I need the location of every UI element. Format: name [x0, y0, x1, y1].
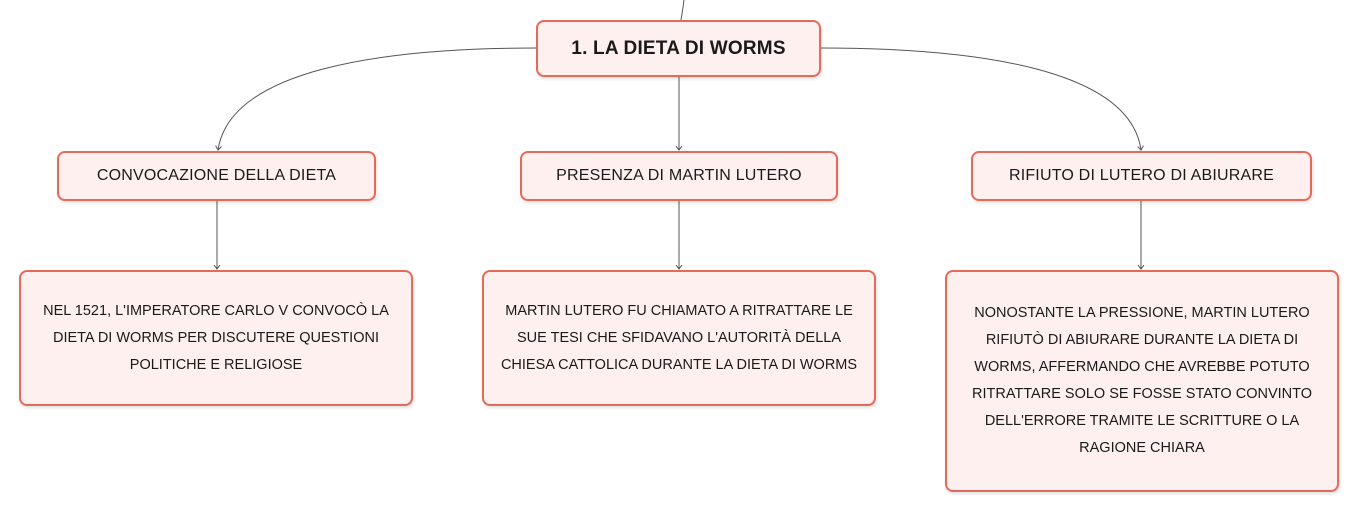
root-node[interactable]: 1. LA DIETA DI WORMS — [536, 20, 821, 77]
topic-node-presenza[interactable]: PRESENZA DI MARTIN LUTERO — [520, 151, 838, 201]
topic-node-label: CONVOCAZIONE DELLA DIETA — [96, 167, 337, 184]
topic-node-label: PRESENZA DI MARTIN LUTERO — [556, 167, 802, 184]
detail-node-convocazione[interactable]: NEL 1521, L'IMPERATORE CARLO V CONVOCÒ L… — [19, 270, 413, 406]
topic-node-rifiuto[interactable]: RIFIUTO DI LUTERO DI ABIURARE — [971, 151, 1312, 201]
connector-root-to-topic-3 — [820, 47, 1141, 150]
connector-root-to-topic-1 — [218, 47, 537, 150]
detail-node-text: NEL 1521, L'IMPERATORE CARLO V CONVOCÒ L… — [43, 302, 389, 373]
topic-node-convocazione[interactable]: CONVOCAZIONE DELLA DIETA — [57, 151, 376, 201]
detail-node-rifiuto[interactable]: NONOSTANTE LA PRESSIONE, MARTIN LUTERO R… — [945, 270, 1339, 492]
root-node-label: 1. LA DIETA DI WORMS — [571, 37, 786, 59]
detail-node-text: MARTIN LUTERO FU CHIAMATO A RITRATTARE L… — [500, 302, 858, 373]
detail-node-presenza[interactable]: MARTIN LUTERO FU CHIAMATO A RITRATTARE L… — [482, 270, 876, 406]
topic-node-label: RIFIUTO DI LUTERO DI ABIURARE — [1008, 167, 1275, 184]
connector-parent-to-root — [680, 0, 685, 21]
detail-node-text: NONOSTANTE LA PRESSIONE, MARTIN LUTERO R… — [972, 305, 1312, 456]
